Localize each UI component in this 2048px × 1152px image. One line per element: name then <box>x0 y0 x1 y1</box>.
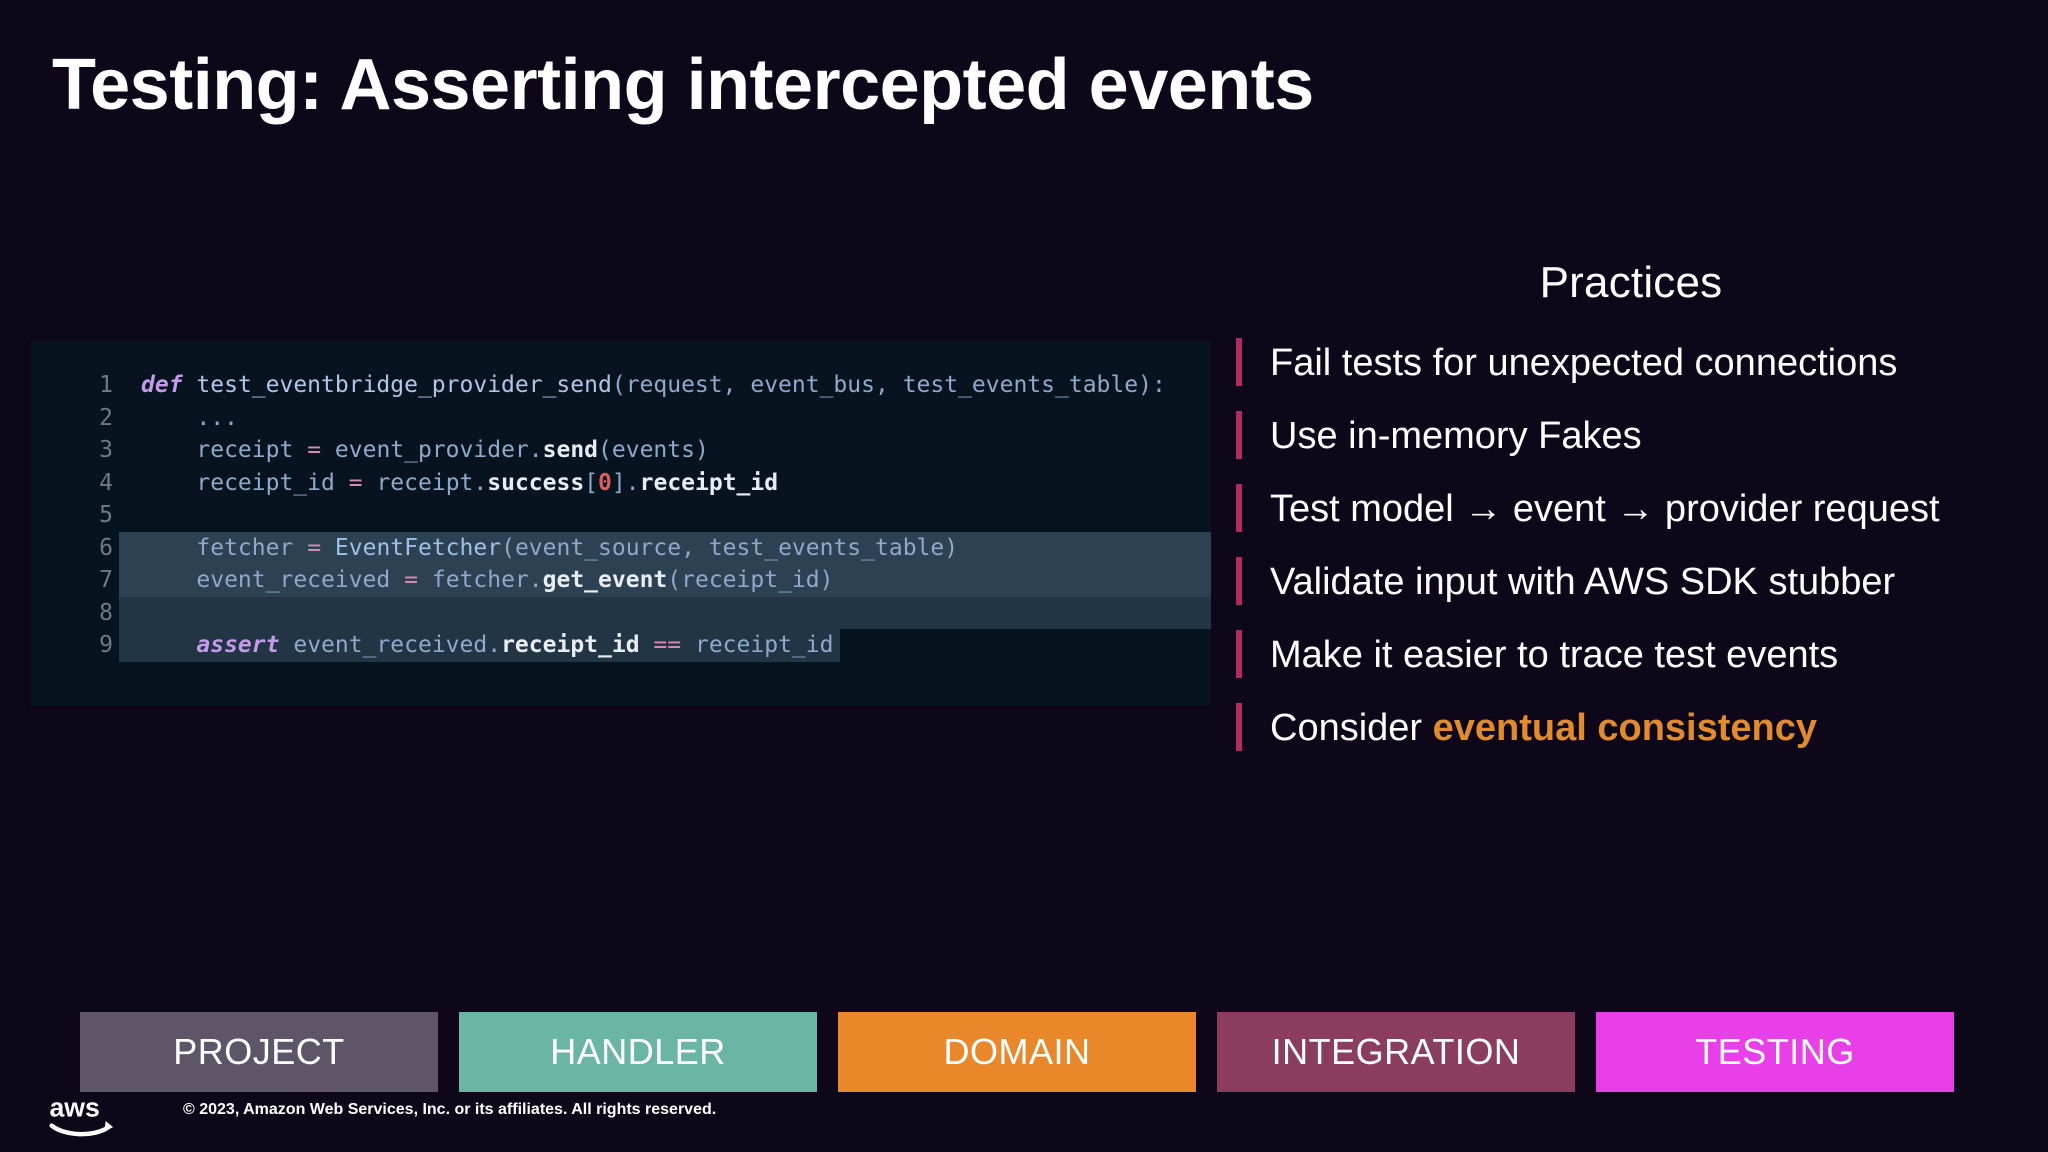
code-line: 7 event_received = fetcher.get_event(rec… <box>31 564 1211 597</box>
nav-tab-testing[interactable]: TESTING <box>1596 1012 1954 1092</box>
code-line-text: receipt = event_provider.send(events) <box>196 437 709 463</box>
code-line: 1 def test_eventbridge_provider_send(requ… <box>31 369 1211 402</box>
code-line-text: event_received = fetcher.get_event(recei… <box>196 567 834 593</box>
code-line-number: 6 <box>99 534 113 561</box>
practice-bullet-bar <box>1236 557 1242 605</box>
practice-bullet-bar <box>1236 338 1242 386</box>
svg-text:aws: aws <box>49 1093 99 1123</box>
code-highlight-band <box>119 564 1211 597</box>
code-highlight-band <box>119 531 1211 564</box>
nav-tab-label: DOMAIN <box>943 1031 1091 1072</box>
code-line: 3 receipt = event_provider.send(events) <box>31 434 1211 467</box>
practice-label: Validate input with AWS SDK stubber <box>1270 560 1896 603</box>
code-line-number: 9 <box>99 632 113 658</box>
code-line: 4 receipt_id = receipt.success[0].receip… <box>31 467 1211 500</box>
aws-logo-icon: aws <box>49 1093 114 1137</box>
practice-accent-text: eventual consistency <box>1432 706 1818 749</box>
practice-item: Test model → event → provider request <box>1236 480 2026 538</box>
page-title: Testing: Asserting intercepted events <box>52 45 1314 125</box>
practice-bullet-bar <box>1236 484 1242 532</box>
code-line: 5 <box>31 499 1211 532</box>
code-line: 8 <box>31 596 1211 629</box>
code-line-number: 5 <box>99 502 113 528</box>
nav-tab-label: HANDLER <box>550 1031 726 1072</box>
practice-item: Make it easier to trace test events <box>1236 626 2026 684</box>
code-highlight-band <box>119 629 840 662</box>
nav-tab-handler[interactable]: HANDLER <box>459 1012 817 1092</box>
code-line-number: 1 <box>99 372 113 398</box>
nav-tab-integration[interactable]: INTEGRATION <box>1217 1012 1575 1092</box>
code-line-text: fetcher = EventFetcher(event_source, tes… <box>196 534 959 561</box>
code-highlight-band <box>119 596 1211 629</box>
practice-bullet-bar <box>1236 703 1242 751</box>
practice-label: Consider eventual consistency <box>1270 706 1818 749</box>
nav-tab-label: INTEGRATION <box>1271 1031 1521 1072</box>
practices-heading: Practices <box>1539 258 1723 307</box>
code-line-text: def test_eventbridge_provider_send(reque… <box>141 372 1166 398</box>
code-line-number: 7 <box>99 567 113 593</box>
copyright-text: © 2023, Amazon Web Services, Inc. or its… <box>183 1101 717 1118</box>
code-line-number: 8 <box>99 599 113 626</box>
practice-item: Validate input with AWS SDK stubber <box>1236 553 2026 611</box>
code-line-number: 3 <box>99 437 113 463</box>
practice-label: Test model → event → provider request <box>1270 487 1940 530</box>
practice-label: Fail tests for unexpected connections <box>1270 341 1898 384</box>
practice-label: Make it easier to trace test events <box>1270 633 1839 676</box>
code-line-text: receipt_id = receipt.success[0].receipt_… <box>196 469 779 496</box>
code-line-number: 2 <box>99 404 113 431</box>
code-line: 6 fetcher = EventFetcher(event_source, t… <box>31 531 1211 564</box>
nav-tab-label: PROJECT <box>173 1031 345 1072</box>
section-nav: PROJECT HANDLER DOMAIN INTEGRATION TESTING <box>80 1012 1954 1092</box>
practice-bullet-bar <box>1236 411 1242 459</box>
code-lines: 1 def test_eventbridge_provider_send(requ… <box>31 369 1211 662</box>
practices-panel: Practices Fail tests for unexpected conn… <box>1236 258 2026 772</box>
practice-label: Use in-memory Fakes <box>1270 414 1642 457</box>
code-line-text: ... <box>196 404 238 431</box>
code-block: 1 def test_eventbridge_provider_send(requ… <box>31 341 1211 706</box>
practice-item: Fail tests for unexpected connections <box>1236 334 2026 392</box>
nav-tab-label: TESTING <box>1695 1031 1855 1072</box>
footer: aws © 2023, Amazon Web Services, Inc. or… <box>0 1082 2048 1152</box>
code-line: 9 assert event_received.receipt_id == re… <box>31 629 1211 662</box>
nav-tab-project[interactable]: PROJECT <box>80 1012 438 1092</box>
practice-bullet-bar <box>1236 630 1242 678</box>
nav-tab-domain[interactable]: DOMAIN <box>838 1012 1196 1092</box>
code-line: 2 ... <box>31 402 1211 435</box>
code-line-text: assert event_received.receipt_id == rece… <box>196 632 834 658</box>
practice-item: Use in-memory Fakes <box>1236 407 2026 465</box>
code-line-number: 4 <box>99 469 113 496</box>
practice-item: Consider eventual consistency <box>1236 699 2026 757</box>
